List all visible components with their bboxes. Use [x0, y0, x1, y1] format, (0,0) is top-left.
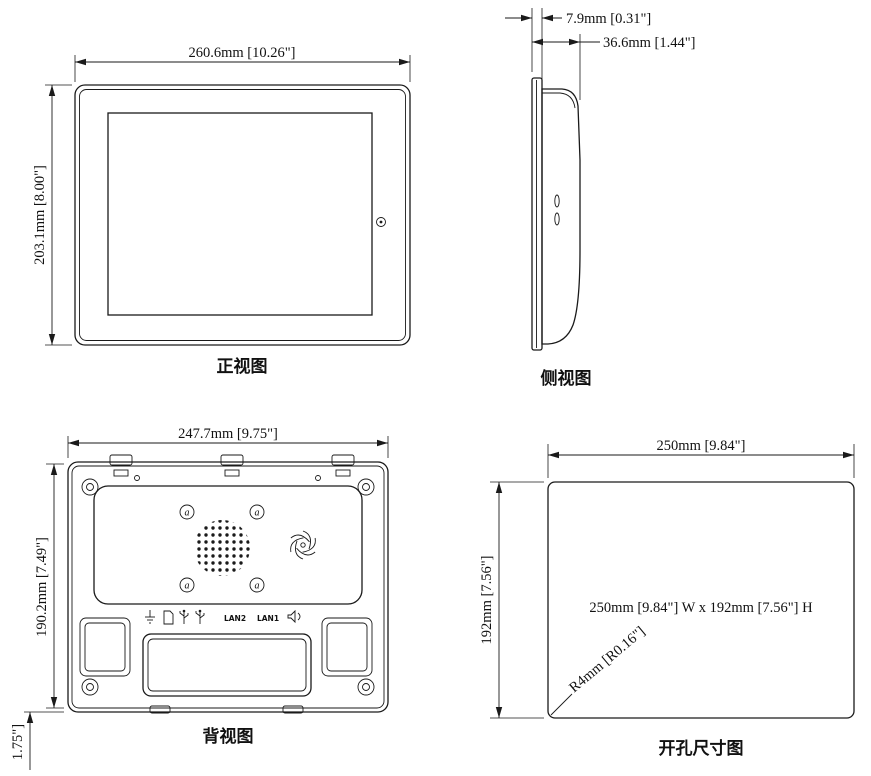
cutout-view-label: 开孔尺寸图 — [659, 738, 744, 758]
front-width-dimension: 260.6mm [10.26"] — [188, 45, 295, 61]
side-slot-lower — [554, 212, 560, 226]
side-bezel — [531, 77, 543, 351]
vesa-hole-label: a — [255, 508, 260, 519]
cutout-height-dimension: 192mm [7.56"] — [479, 556, 495, 645]
side-depth-dimension: 36.6mm [1.44"] — [603, 35, 696, 51]
cutout-width-dimension: 250mm [9.84"] — [657, 438, 746, 454]
vesa-hole-label: a — [255, 581, 260, 592]
back-corner-screws — [81, 478, 375, 696]
back-io-row: LAN2 LAN1 — [145, 609, 301, 625]
usb-icon — [179, 609, 189, 624]
front-power-led-icon — [376, 217, 386, 227]
back-width-dimension: 247.7mm [9.75"] — [178, 426, 278, 442]
side-view-label: 侧视图 — [541, 368, 592, 388]
cutout-rect — [547, 481, 855, 719]
front-view: 260.6mm [10.26"] 203.1mm [8.00"] 正视图 — [32, 45, 411, 376]
front-bezel-inner-line — [79, 89, 406, 341]
back-outer-case — [67, 461, 389, 713]
back-foot-right — [282, 705, 304, 714]
speaker-grille-icon — [194, 520, 250, 576]
lan1-port-label: LAN1 — [257, 614, 279, 623]
front-outer-case — [74, 84, 411, 346]
cutout-view: 250mm [9.84"] 192mm [7.56"] 250mm [9.84"… — [479, 438, 855, 758]
front-power-led-dot-icon — [379, 220, 383, 224]
vesa-hole-label: a — [185, 581, 190, 592]
back-bottom-dimension: 1.75"] — [10, 724, 26, 760]
side-view: 7.9mm [0.31"] 36.6mm [1.44"] 侧视图 — [505, 8, 696, 388]
side-bezel-dimension: 7.9mm [0.31"] — [566, 11, 651, 27]
side-back-shell — [541, 88, 581, 345]
audio-icon — [287, 609, 301, 624]
sd-card-icon — [163, 610, 174, 625]
power-terminal-icon — [145, 610, 155, 624]
back-foot-left — [149, 705, 171, 714]
cutout-radius-leader — [550, 693, 573, 716]
back-height-dimension: 190.2mm [7.49"] — [34, 537, 50, 637]
front-view-label: 正视图 — [217, 356, 268, 376]
front-height-dimension: 203.1mm [8.00"] — [32, 165, 48, 265]
lan2-port-label: LAN2 — [224, 614, 246, 623]
cutout-size-note: 250mm [9.84"] W x 192mm [7.56"] H — [589, 600, 813, 616]
back-view-label: 背视图 — [203, 726, 254, 746]
usb-icon — [195, 609, 205, 624]
back-bottom-features — [79, 617, 373, 714]
back-view: a a a a — [10, 426, 389, 770]
back-center-plate — [93, 485, 363, 605]
front-screen — [107, 112, 373, 316]
back-mount-clips — [109, 454, 355, 481]
cutout-radius-dimension: R4mm [R0.16"] — [566, 624, 648, 697]
side-shell-inner-line — [542, 92, 576, 109]
back-vesa-holes: a a a a — [179, 504, 265, 593]
vesa-hole-label: a — [185, 508, 190, 519]
back-inner-line — [71, 465, 385, 709]
back-access-panel — [142, 633, 312, 697]
fan-vent-icon — [290, 530, 316, 560]
side-slot-upper — [554, 194, 560, 208]
